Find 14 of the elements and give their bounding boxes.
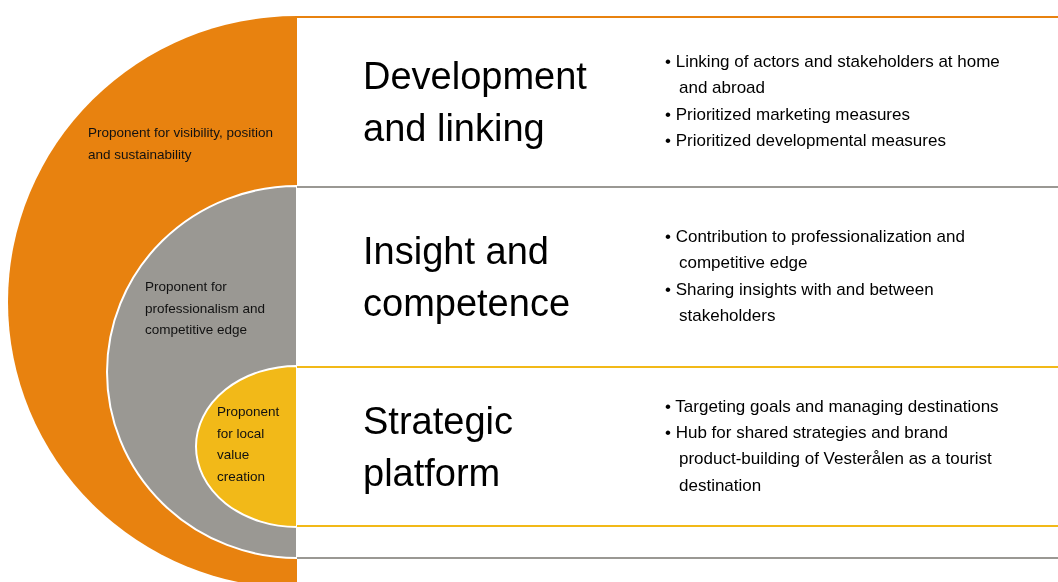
ellipse-label: Proponent for visibility, position and sustainability [88,124,275,164]
bullet-item: • Sharing insights with and between stakeholders [665,279,935,328]
bullet-item: • Hub for shared strategies and brand product-building of Vesterålen as a tourist destination [665,422,993,497]
ellipse-label: Proponent for professionalism and competitive edge [145,278,267,340]
bullet-item: • Targeting goals and managing destinations [665,395,1000,418]
bullet-item: • Prioritized marketing measures [665,104,911,126]
ellipse-label: Proponent for local value creation [217,403,281,486]
band-heading: Strategic platform [363,398,514,496]
band-heading: Insight and competence [363,228,571,326]
bullet-item: • Linking of actors and stakeholders at home and abroad [665,51,1001,100]
bullet-item: • Prioritized developmental measures [665,130,947,153]
bullet-item: • Contribution to professionalization and competitive edge [665,226,966,275]
content-band [297,366,1058,527]
band-heading: Development and linking [363,53,588,151]
